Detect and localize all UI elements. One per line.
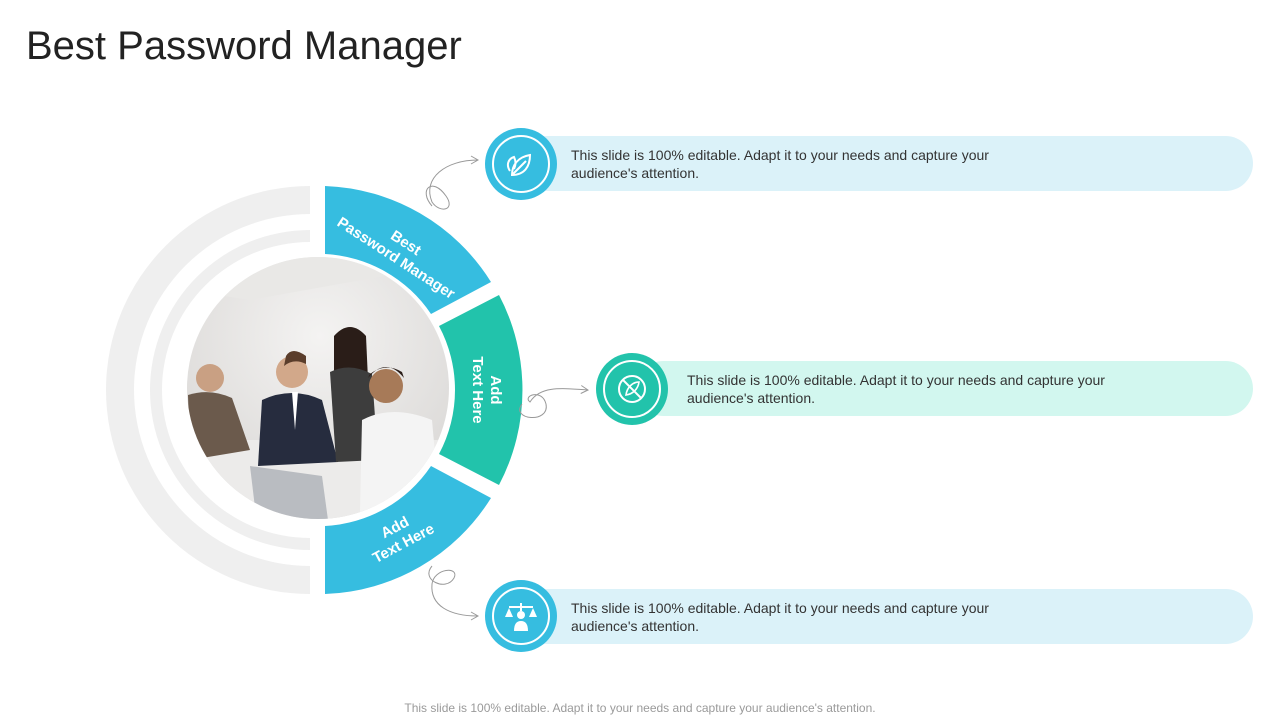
balance-person-icon [505, 603, 537, 631]
info-pill-1: This slide is 100% editable. Adapt it to… [520, 136, 1253, 191]
footer-note: This slide is 100% editable. Adapt it to… [404, 701, 876, 715]
page-title: Best Password Manager [26, 24, 462, 68]
icon-badge-2 [596, 353, 668, 425]
leaves-icon [506, 153, 532, 177]
connector-arrow-top [425, 155, 480, 210]
outer-grey-ring [106, 186, 310, 594]
icon-badge-1-inner [492, 135, 550, 193]
icon-badge-1 [485, 128, 557, 200]
segment-add-text-bottom [325, 466, 491, 594]
segment-best-password-manager [325, 186, 491, 314]
icon-badge-2-inner [603, 360, 661, 418]
connector-arrow-middle [519, 385, 590, 418]
segment-2-line1: Add [487, 375, 504, 404]
info-pill-3: This slide is 100% editable. Adapt it to… [520, 589, 1253, 644]
no-feather-icon [618, 375, 646, 403]
info-text-2: This slide is 100% editable. Adapt it to… [687, 372, 1105, 406]
info-text-1: This slide is 100% editable. Adapt it to… [571, 147, 989, 181]
segment-2-line2: Text Here [469, 356, 486, 423]
segment-2-label: Add Text Here [469, 356, 504, 423]
info-text-3: This slide is 100% editable. Adapt it to… [571, 600, 989, 634]
icon-badge-3-inner [492, 587, 550, 645]
segment-add-text-middle [439, 295, 523, 485]
info-pill-2: This slide is 100% editable. Adapt it to… [636, 361, 1253, 416]
connector-arrow-bottom [428, 565, 480, 621]
icon-badge-3 [485, 580, 557, 652]
